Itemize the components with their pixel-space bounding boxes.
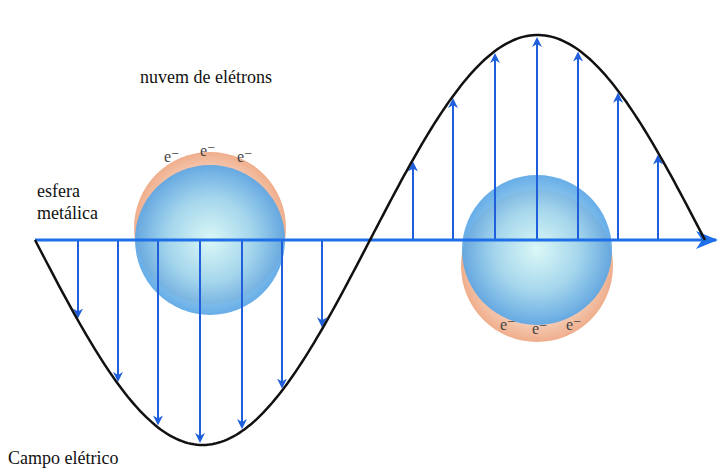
field-vector [412, 164, 414, 240]
field-vector [657, 157, 659, 241]
sphere-label: esfera metálica [37, 180, 127, 224]
field-vector [321, 240, 323, 325]
field-vector [617, 95, 619, 240]
electron-symbol: e⁻ [200, 140, 216, 162]
field-vector [77, 240, 79, 316]
field-vector [157, 240, 159, 423]
electron-symbol: e⁻ [500, 314, 516, 336]
cloud-label: nuvem de elétrons [140, 66, 272, 88]
electron-symbol: e⁻ [566, 314, 582, 336]
sine-wave [35, 35, 705, 445]
field-vector [281, 240, 283, 387]
field-vector [494, 55, 496, 240]
electron-symbol: e⁻ [237, 146, 253, 168]
field-vector [241, 240, 243, 427]
field-vector [117, 240, 119, 380]
electron-symbol: e⁻ [532, 318, 548, 340]
axis-arrow [35, 239, 716, 242]
field-label: Campo elétrico [8, 447, 118, 469]
field-vector [199, 240, 201, 441]
field-vector [577, 54, 579, 240]
field-vector [452, 100, 454, 240]
electron-symbol: e⁻ [164, 146, 180, 168]
field-vector [536, 39, 538, 240]
